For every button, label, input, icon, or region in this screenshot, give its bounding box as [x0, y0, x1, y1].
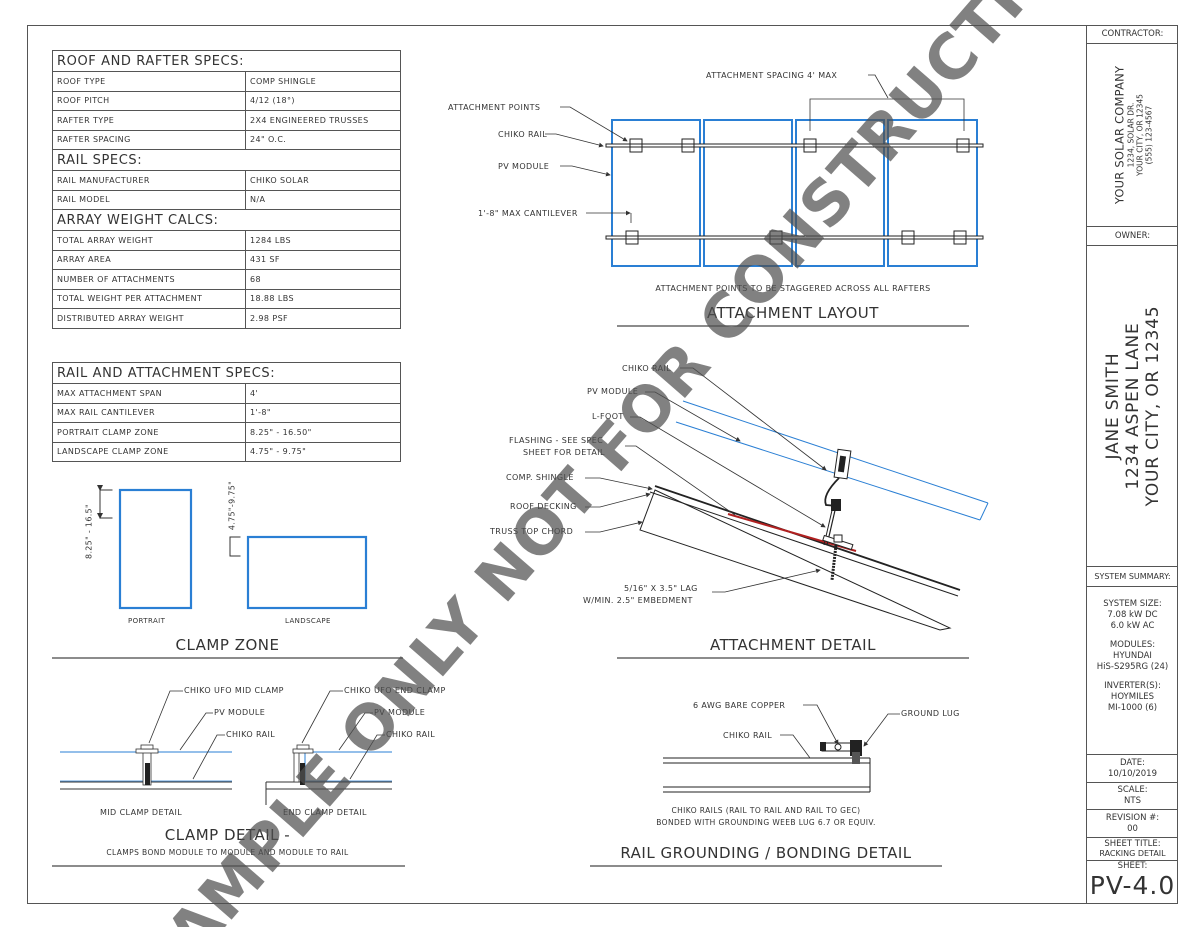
owner-label: OWNER:: [1087, 227, 1178, 246]
sheet-label: SHEET:: [1117, 861, 1148, 871]
landscape-dimension: 4.75"-9.75": [227, 480, 237, 531]
date-box: DATE: 10/10/2019: [1087, 755, 1178, 783]
grounding-note-1: CHIKO RAILS (RAIL TO RAIL AND RAIL TO GE…: [671, 806, 861, 815]
mid-rail-callout: CHIKO RAIL: [226, 730, 276, 739]
title-block: CONTRACTOR: YOUR SOLAR COMPANY 1234, SOL…: [1086, 25, 1178, 904]
owner-box: JANE SMITH 1234 ASPEN LANE YOUR CITY, OR…: [1087, 246, 1178, 567]
drawing-frame: [27, 25, 1178, 904]
ground-rail-callout: CHIKO RAIL: [723, 731, 773, 740]
chiko-rail-callout: CHIKO RAIL: [498, 130, 548, 139]
table-subtitle: ARRAY WEIGHT CALCS:: [52, 209, 401, 231]
modules-label: MODULES:: [1109, 640, 1156, 650]
landscape-label: LANDSCAPE: [285, 617, 331, 625]
date-value: 10/10/2019: [1108, 769, 1157, 779]
system-size-dc: 7.08 kW DC: [1107, 610, 1158, 620]
end-clamp-callout: CHIKO UFO END CLAMP: [344, 686, 446, 695]
scale-value: NTS: [1124, 796, 1141, 806]
owner-address-2: YOUR CITY, OR 12345: [1142, 305, 1163, 507]
detail-module-callout: PV MODULE: [587, 387, 639, 396]
date-label: DATE:: [1120, 758, 1145, 768]
end-rail-callout: CHIKO RAIL: [386, 730, 436, 739]
sheet-title-box: SHEET TITLE: RACKING DETAIL: [1087, 838, 1178, 860]
attachment-detail-title: ATTACHMENT DETAIL: [710, 636, 876, 654]
revision-label: REVISION #:: [1105, 813, 1160, 823]
attachment-points-callout: ATTACHMENT POINTS: [448, 103, 541, 112]
ground-lug-callout: GROUND LUG: [901, 709, 960, 718]
shingle-callout: COMP. SHINGLE: [506, 473, 574, 482]
contractor-address-1: 1234, SOLAR DR.: [1126, 102, 1135, 168]
attachment-layout-drawing: [545, 74, 984, 267]
lag-callout-2: W/MIN. 2.5" EMBEDMENT: [583, 596, 693, 605]
detail-rail-callout: CHIKO RAIL: [622, 364, 672, 373]
sheet-box: SHEET: PV-4.0: [1087, 860, 1178, 904]
modules-make: HYUNDAI: [1113, 651, 1152, 661]
attachment-detail-drawing: [585, 367, 989, 631]
contractor-phone: (555) 123-4567: [1144, 105, 1153, 165]
contractor-label: CONTRACTOR:: [1087, 25, 1178, 44]
owner-name: JANE SMITH: [1102, 352, 1123, 460]
clamp-detail-drawing: [60, 690, 392, 805]
scale-box: SCALE: NTS: [1087, 783, 1178, 810]
system-summary-label: SYSTEM SUMMARY:: [1087, 567, 1178, 587]
sheet-number: PV-4.0: [1089, 871, 1176, 900]
attachment-spacing-callout: ATTACHMENT SPACING 4' MAX: [706, 71, 838, 80]
staggered-note: ATTACHMENT POINTS TO BE STAGGERED ACROSS…: [655, 284, 931, 293]
decking-callout: ROOF DECKING: [510, 502, 577, 511]
truss-callout: TRUSS TOP CHORD: [490, 527, 574, 536]
pv-module-callout: PV MODULE: [498, 162, 550, 171]
system-size-ac: 6.0 kW AC: [1110, 621, 1155, 631]
system-size-label: SYSTEM SIZE:: [1103, 599, 1162, 609]
sheet-title-label: SHEET TITLE:: [1104, 839, 1161, 849]
owner-address-1: 1234 ASPEN LANE: [1122, 322, 1143, 490]
sheet-title-value: RACKING DETAIL: [1099, 849, 1166, 858]
inverter-model: MI-1000 (6): [1107, 703, 1158, 713]
portrait-label: PORTRAIT: [128, 617, 166, 625]
system-summary-box: SYSTEM SIZE: 7.08 kW DC 6.0 kW AC MODULE…: [1087, 587, 1178, 755]
flashing-callout-2: SHEET FOR DETAIL: [523, 448, 605, 457]
clamp-zone-drawing: [97, 485, 368, 610]
end-clamp-detail-label: END CLAMP DETAIL: [283, 808, 367, 817]
copper-callout: 6 AWG BARE COPPER: [693, 701, 786, 710]
lfoot-callout: L-FOOT: [592, 412, 624, 421]
flashing-callout-1: FLASHING - SEE SPEC: [509, 436, 604, 445]
contractor-box: YOUR SOLAR COMPANY 1234, SOLAR DR. YOUR …: [1087, 44, 1178, 227]
scale-label: SCALE:: [1117, 785, 1148, 795]
grounding-title: RAIL GROUNDING / BONDING DETAIL: [620, 844, 912, 862]
attachment-layout-title: ATTACHMENT LAYOUT: [707, 304, 879, 322]
clamp-zone-title: CLAMP ZONE: [175, 636, 280, 654]
modules-model: HiS-S295RG (24): [1096, 662, 1169, 672]
mid-clamp-callout: CHIKO UFO MID CLAMP: [184, 686, 284, 695]
inverter-label: INVERTER(S):: [1104, 681, 1161, 691]
contractor-address-2: YOUR CITY, OR 12345: [1135, 94, 1144, 176]
lag-callout-1: 5/16" X 3.5" LAG: [624, 584, 698, 593]
rail-attachment-specs-table: RAIL AND ATTACHMENT SPECS: MAX ATTACHMEN…: [52, 362, 401, 462]
clamp-detail-subtitle: CLAMPS BOND MODULE TO MODULE AND MODULE …: [106, 848, 349, 857]
table-title: RAIL AND ATTACHMENT SPECS:: [52, 362, 401, 384]
clamp-detail-title: CLAMP DETAIL -: [164, 826, 291, 844]
revision-value: 00: [1127, 824, 1138, 834]
mid-module-callout: PV MODULE: [214, 708, 266, 717]
table-subtitle: RAIL SPECS:: [52, 149, 401, 171]
revision-box: REVISION #: 00: [1087, 810, 1178, 838]
inverter-make: HOYMILES: [1110, 692, 1155, 702]
cantilever-callout: 1'-8" MAX CANTILEVER: [478, 209, 578, 218]
end-module-callout: PV MODULE: [374, 708, 426, 717]
portrait-dimension: 8.25" - 16.5": [84, 504, 94, 559]
grounding-drawing: [663, 704, 900, 793]
table-title: ROOF AND RAFTER SPECS:: [52, 50, 401, 72]
grounding-note-2: BONDED WITH GROUNDING WEEB LUG 6.7 OR EQ…: [656, 818, 876, 827]
contractor-name: YOUR SOLAR COMPANY: [1112, 65, 1126, 205]
mid-clamp-detail-label: MID CLAMP DETAIL: [100, 808, 183, 817]
